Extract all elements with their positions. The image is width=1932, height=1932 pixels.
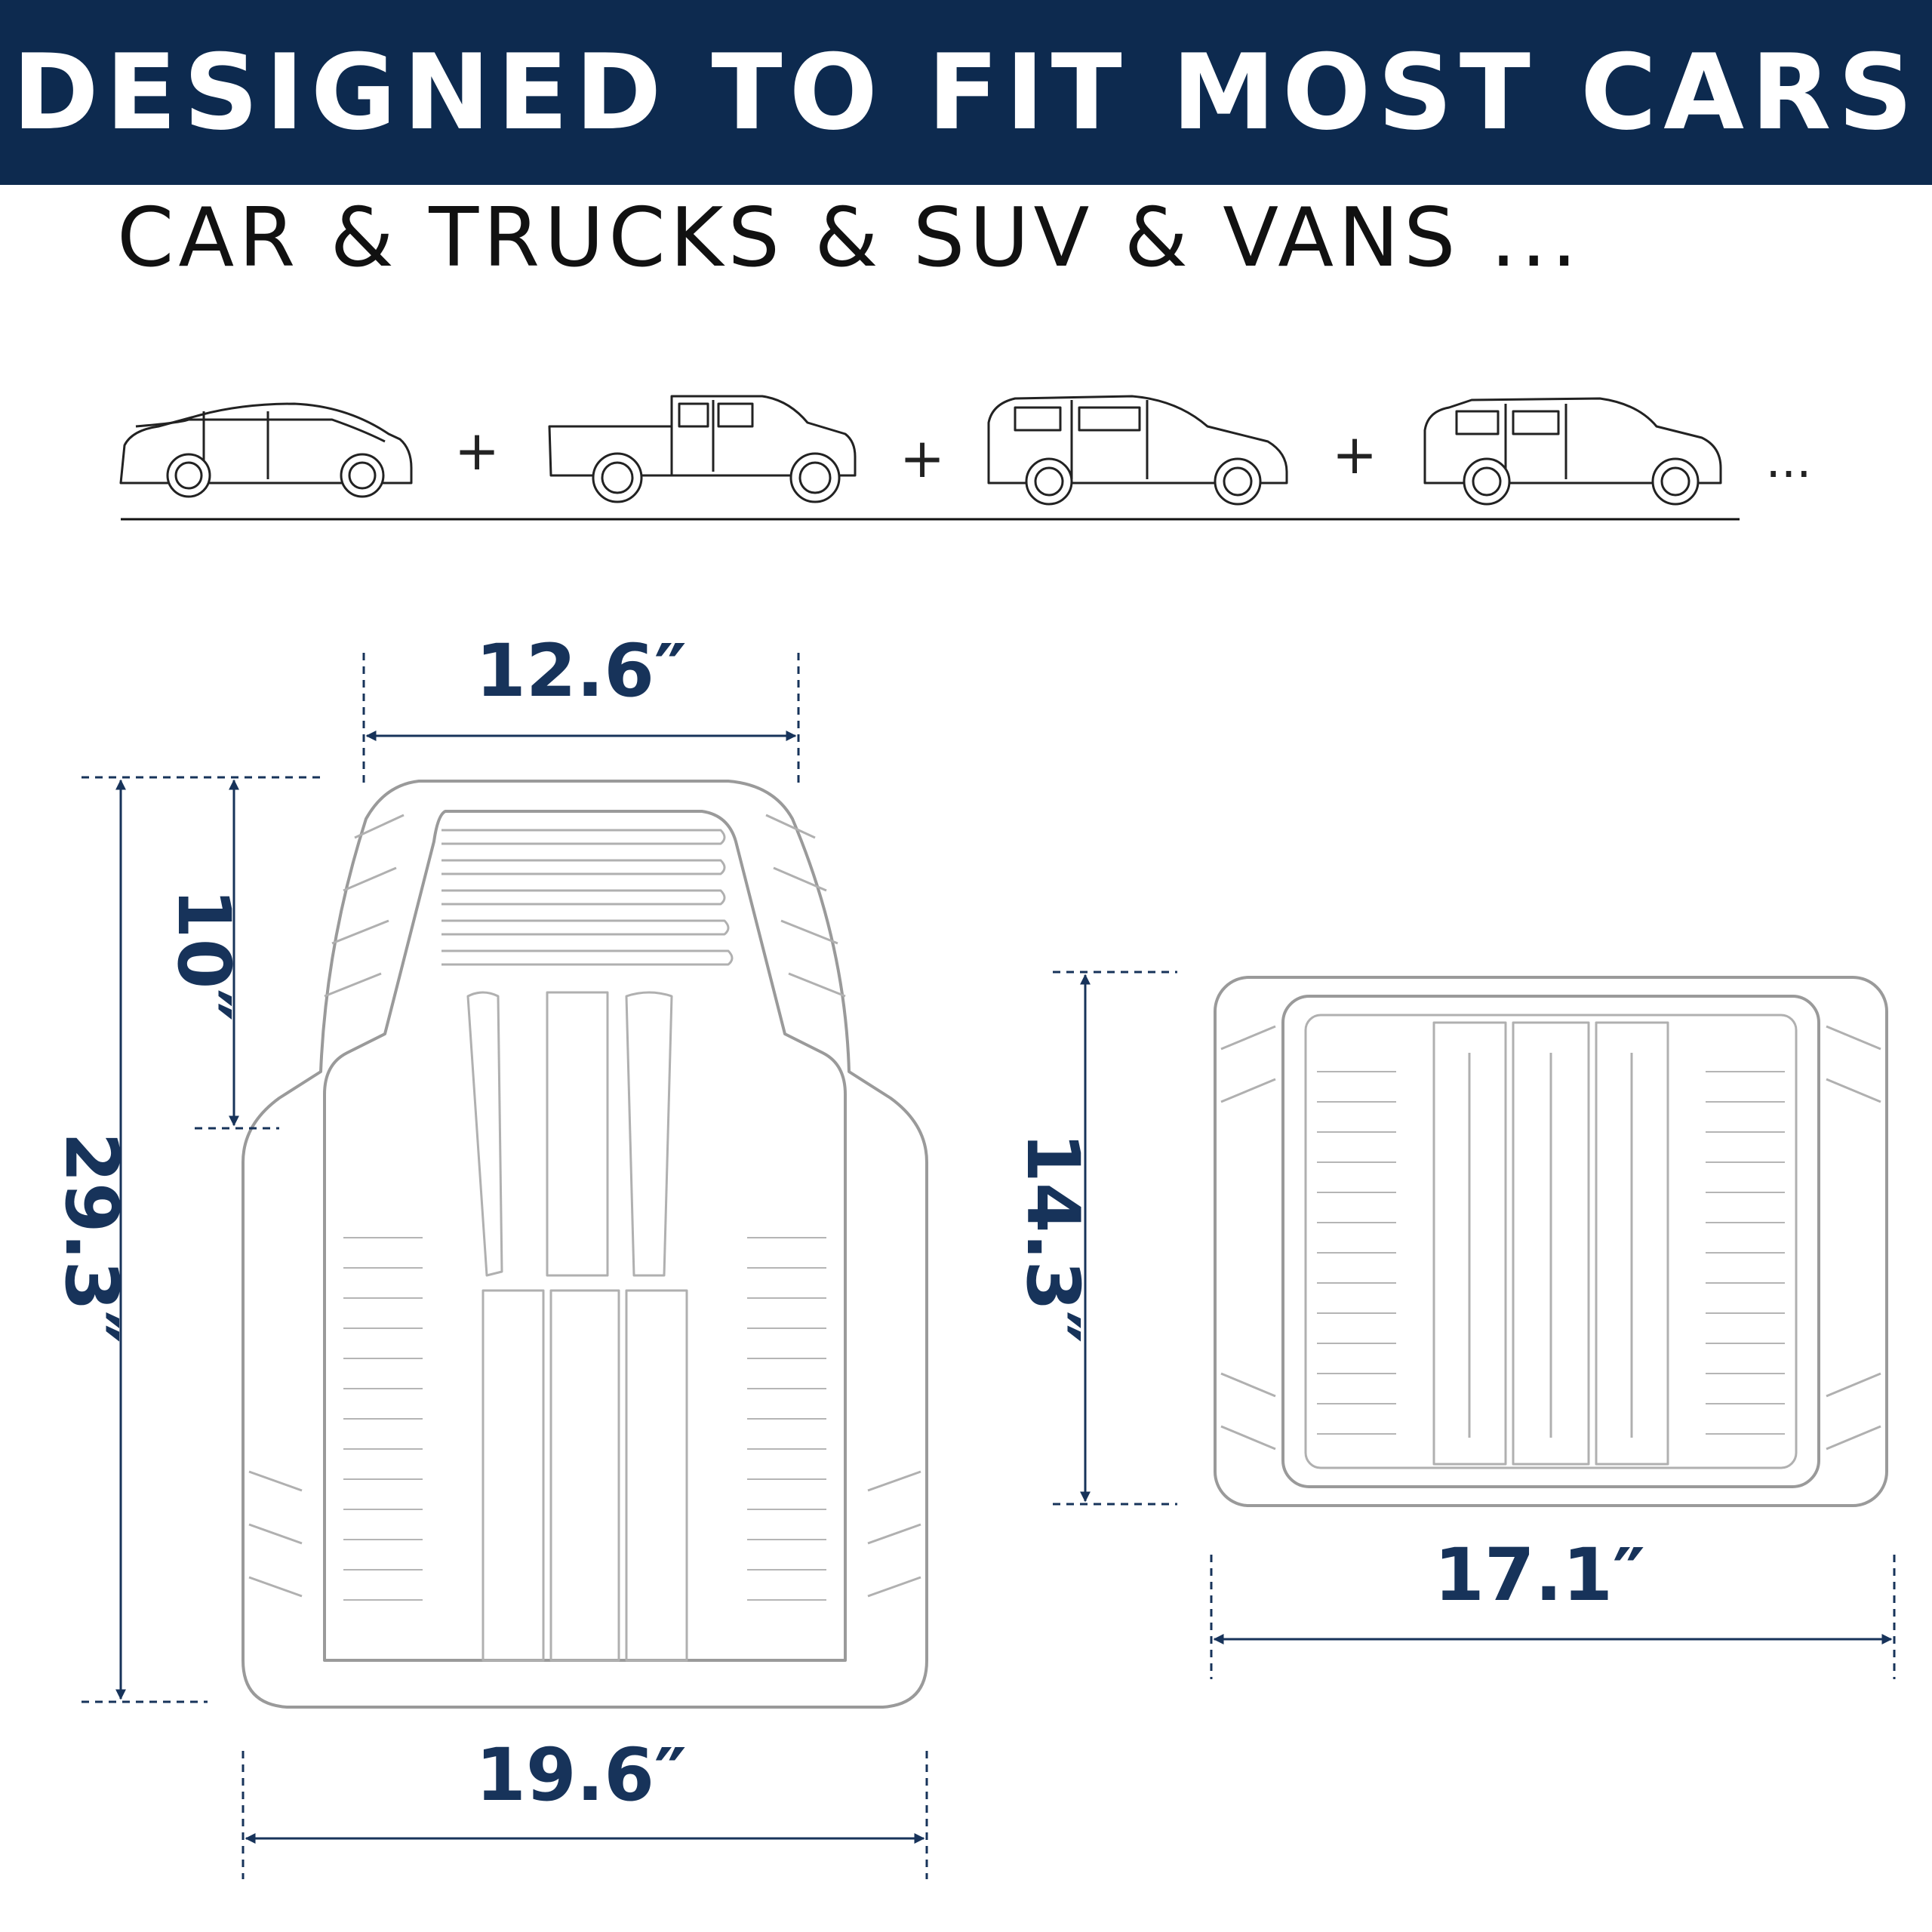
rear-height-dimension xyxy=(1053,971,1177,1506)
rear-width-label: 17.1″ xyxy=(1434,1533,1645,1617)
rear-mat-edge-grooves xyxy=(1220,1025,1881,1451)
svg-text:+: + xyxy=(1332,423,1377,486)
vehicle-types-subtitle: CAR & TRUCKS & SUV & VANS ... xyxy=(117,190,1582,285)
front-length-label: 29.3″ xyxy=(49,1132,134,1343)
rear-height-label: 14.3″ xyxy=(1011,1132,1095,1343)
plus-separator: + xyxy=(1332,423,1377,486)
sedan-icon xyxy=(119,402,413,498)
front-mat-side-ribs xyxy=(343,1237,826,1601)
front-top-width-label: 12.6″ xyxy=(475,629,687,713)
page-title: DESIGNED TO FIT MOST CARS xyxy=(12,32,1920,153)
vehicle-row: + + xyxy=(119,395,1812,521)
rear-mat-channels xyxy=(1432,1021,1669,1466)
front-bottom-width-dimension xyxy=(242,1751,928,1879)
front-floor-mat xyxy=(242,780,928,1709)
pickup-truck-icon xyxy=(548,395,857,503)
front-top-width-dimension xyxy=(362,653,800,785)
front-length-dimension xyxy=(82,776,325,1703)
svg-text:...: ... xyxy=(1765,433,1811,489)
svg-text:+: + xyxy=(454,419,500,482)
plus-separator: + xyxy=(900,426,945,490)
front-bottom-width-label: 19.6″ xyxy=(475,1733,687,1817)
front-mat-top-ribs xyxy=(441,829,734,966)
front-upper-length-label: 10″ xyxy=(162,888,246,1021)
front-upper-length-dimension xyxy=(195,779,279,1130)
dimension-annotations xyxy=(82,653,1896,1879)
front-mat-channels xyxy=(466,991,688,1662)
minivan-icon xyxy=(987,395,1288,506)
suv-icon xyxy=(1423,397,1722,506)
rear-mat-side-ribs xyxy=(1317,1071,1785,1435)
front-mat-edge-grooves xyxy=(248,814,921,1598)
rear-width-dimension xyxy=(1210,1555,1896,1679)
plus-separator: + xyxy=(454,419,500,482)
rear-floor-mat xyxy=(1214,976,1888,1507)
more-vehicles-ellipsis: ... xyxy=(1765,433,1811,489)
title-banner: DESIGNED TO FIT MOST CARS xyxy=(0,0,1932,185)
svg-text:+: + xyxy=(900,426,945,490)
